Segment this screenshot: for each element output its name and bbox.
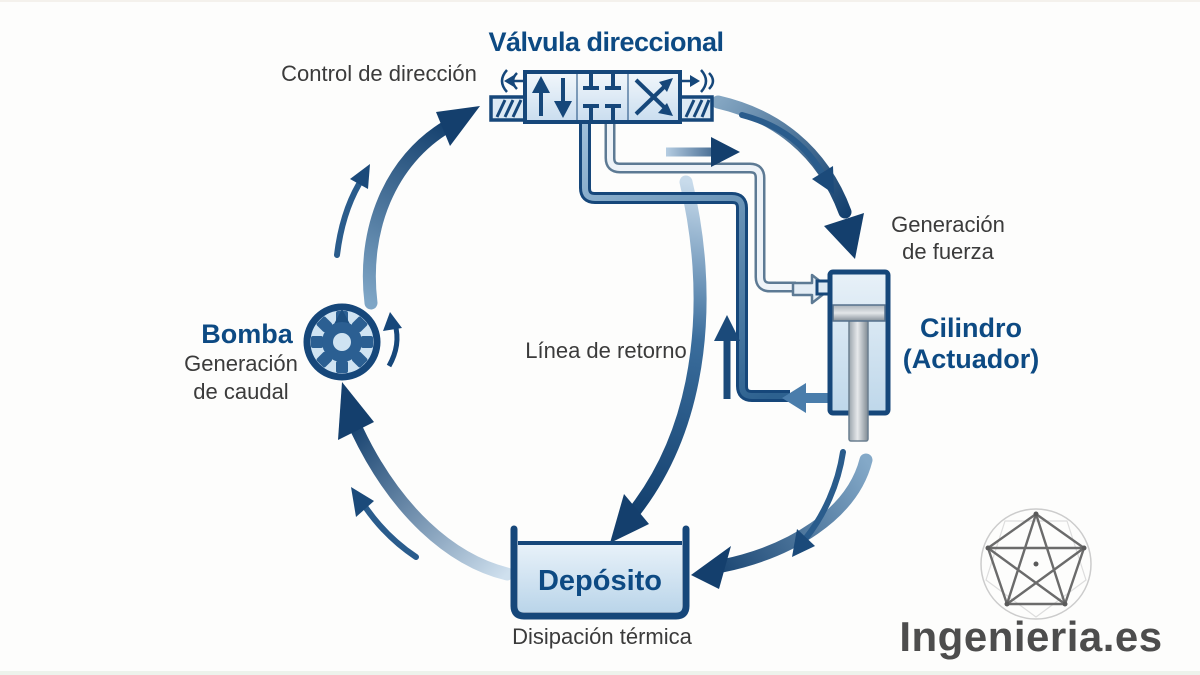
cylinder-subtitle-line1: Generación [891,212,1005,237]
flow-arrow-up [714,315,740,399]
cylinder-subtitle-line2: de fuerza [902,239,994,264]
pump-subtitle-line2: de caudal [193,379,289,404]
return-line-arrow [610,175,707,543]
cylinder-title: Cilindro (Actuador) [903,313,1040,375]
piston [832,304,886,322]
pump-subtitle-line1: Generación [184,351,298,376]
geodesic-sphere-icon [980,508,1092,620]
rotation-arrow [383,312,402,368]
reservoir-icon [510,525,690,620]
arrow-tank-to-pump [338,382,514,581]
cylinder-title-line2: (Actuador) [902,344,1040,374]
tank-walls [510,525,690,620]
valve-subtitle: Control de dirección [281,61,477,86]
piston-rod [848,319,869,442]
pump-title: Bomba [201,319,293,349]
valve-title: Válvula direccional [488,27,724,57]
cylinder-actuator-icon [815,269,891,442]
tank-fluid [518,541,682,612]
pump-subtitle: Generación de caudal [184,350,298,406]
arrow-valve-to-cylinder [711,95,864,259]
gear-icon [311,309,373,373]
cylinder-subtitle: Generación de fuerza [891,211,1005,265]
tank-subtitle: Disipación térmica [512,624,692,649]
gear-pump-icon [303,303,402,381]
valve-body [523,70,682,124]
pipe-cylinder-return-to-valve [579,122,790,402]
arrow-cylinder-to-tank [691,449,873,589]
arrow-pump-to-valve [334,106,480,310]
top-edge-line [0,0,1200,2]
directional-valve-icon [489,69,715,124]
watermark-text: Ingenieria.es [899,613,1163,660]
flow-arrow-right [666,137,740,167]
bottom-edge-line [0,671,1200,675]
flow-arrow-left-cylinder-outlet [782,383,831,413]
tank-title: Depósito [537,565,663,597]
pipe-valve-to-cylinder-port [604,122,796,293]
return-line-label: Línea de retorno [525,338,687,363]
cylinder-title-line1: Cilindro [920,313,1022,343]
